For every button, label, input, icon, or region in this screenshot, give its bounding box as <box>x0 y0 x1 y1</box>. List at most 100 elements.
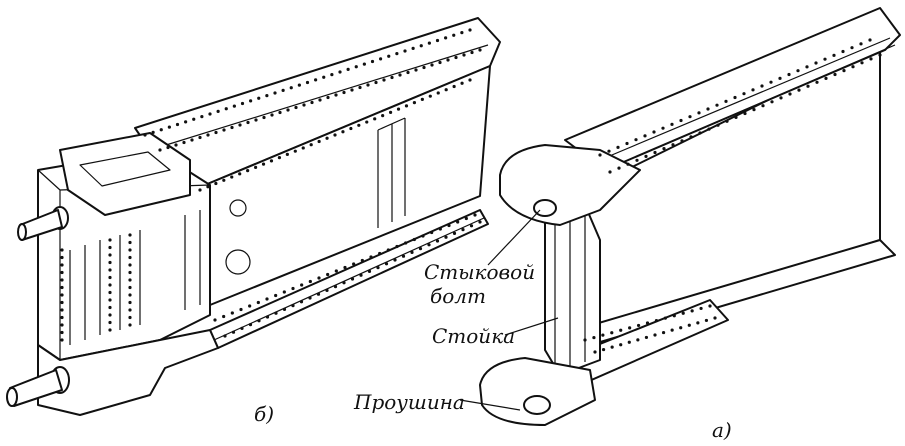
rivet <box>265 297 269 301</box>
rivet <box>378 251 382 256</box>
rivet <box>406 70 410 75</box>
rivet <box>636 338 640 342</box>
label-joint-bolt-line2: болт <box>430 284 486 308</box>
rivet <box>317 139 321 144</box>
rivet <box>643 134 647 138</box>
rivet <box>334 269 338 273</box>
rivet <box>310 100 314 105</box>
rivet <box>60 263 64 267</box>
rivet <box>350 277 355 281</box>
rivet <box>420 97 424 102</box>
rivet <box>60 315 64 320</box>
rivet <box>610 331 614 335</box>
rivet <box>246 120 250 125</box>
rivet <box>326 272 330 277</box>
rivet <box>707 127 711 131</box>
right-spar-assembly <box>479 7 901 426</box>
rivet <box>478 48 482 52</box>
rivet <box>360 258 364 263</box>
rivet <box>151 130 155 134</box>
rivet <box>270 113 274 117</box>
rivet <box>379 57 383 61</box>
rivet <box>422 65 426 70</box>
rivet <box>60 308 64 312</box>
rivet <box>128 315 132 320</box>
rivet <box>269 159 274 163</box>
rivet <box>404 241 408 245</box>
rivet <box>333 285 338 289</box>
rivet <box>175 122 180 127</box>
rivet <box>435 38 440 43</box>
rivet <box>216 109 220 113</box>
rivet <box>370 59 375 64</box>
rivet <box>388 110 393 114</box>
rivet <box>60 248 64 252</box>
rivet <box>842 69 846 73</box>
rivet <box>386 248 390 252</box>
rivet <box>342 90 346 95</box>
rivet <box>601 333 605 337</box>
rivet <box>214 181 218 186</box>
rivet <box>635 158 639 162</box>
label-view-a: а) <box>712 418 732 442</box>
rivet <box>421 234 425 238</box>
rivet <box>689 135 693 139</box>
label-lug: Проушина <box>354 390 465 414</box>
rivet <box>824 76 828 80</box>
rivet <box>333 133 337 137</box>
rivet <box>411 46 415 50</box>
rivet <box>200 115 204 119</box>
rivet <box>628 326 632 330</box>
rivet <box>670 122 674 126</box>
rivet <box>653 150 657 155</box>
rivet <box>592 335 596 340</box>
rivet <box>743 111 747 116</box>
rivet <box>398 73 402 77</box>
rivet <box>381 113 385 118</box>
rivet <box>254 118 258 122</box>
rivet <box>273 91 277 95</box>
rivet <box>257 319 261 323</box>
rivet <box>460 31 464 35</box>
rivet <box>158 148 162 152</box>
rivet <box>278 110 282 115</box>
rivet <box>462 53 466 57</box>
rivet <box>478 220 482 224</box>
rivet <box>314 78 318 82</box>
rivet <box>293 149 297 153</box>
rivet <box>184 120 188 124</box>
rivet <box>240 326 244 330</box>
rivet <box>291 286 295 291</box>
rivet <box>222 314 226 319</box>
rivet <box>302 103 306 107</box>
rivet <box>365 120 369 124</box>
rivet-pattern <box>60 28 882 354</box>
rivet <box>128 248 132 252</box>
rivet <box>456 220 460 224</box>
rivet <box>346 67 350 71</box>
rivet <box>239 307 243 312</box>
rivet <box>454 55 458 60</box>
rivet <box>60 330 64 335</box>
rivet <box>350 88 354 92</box>
rivet <box>435 239 440 243</box>
rivet <box>438 60 442 65</box>
label-view-b: б) <box>254 402 275 426</box>
rivet <box>167 125 171 129</box>
rivet <box>301 146 305 150</box>
rivet <box>240 101 245 106</box>
rivet <box>473 213 477 217</box>
rivet <box>706 107 710 111</box>
rivet <box>403 49 407 53</box>
rivet <box>583 338 587 342</box>
rivet <box>108 268 112 272</box>
rivet <box>108 313 112 317</box>
rivet <box>289 86 293 90</box>
rivet <box>469 224 474 228</box>
rivet <box>248 323 253 327</box>
rivet <box>369 255 373 259</box>
rivet <box>444 235 448 239</box>
rivet <box>248 304 252 308</box>
rivet <box>619 328 623 332</box>
rivet <box>374 80 378 85</box>
